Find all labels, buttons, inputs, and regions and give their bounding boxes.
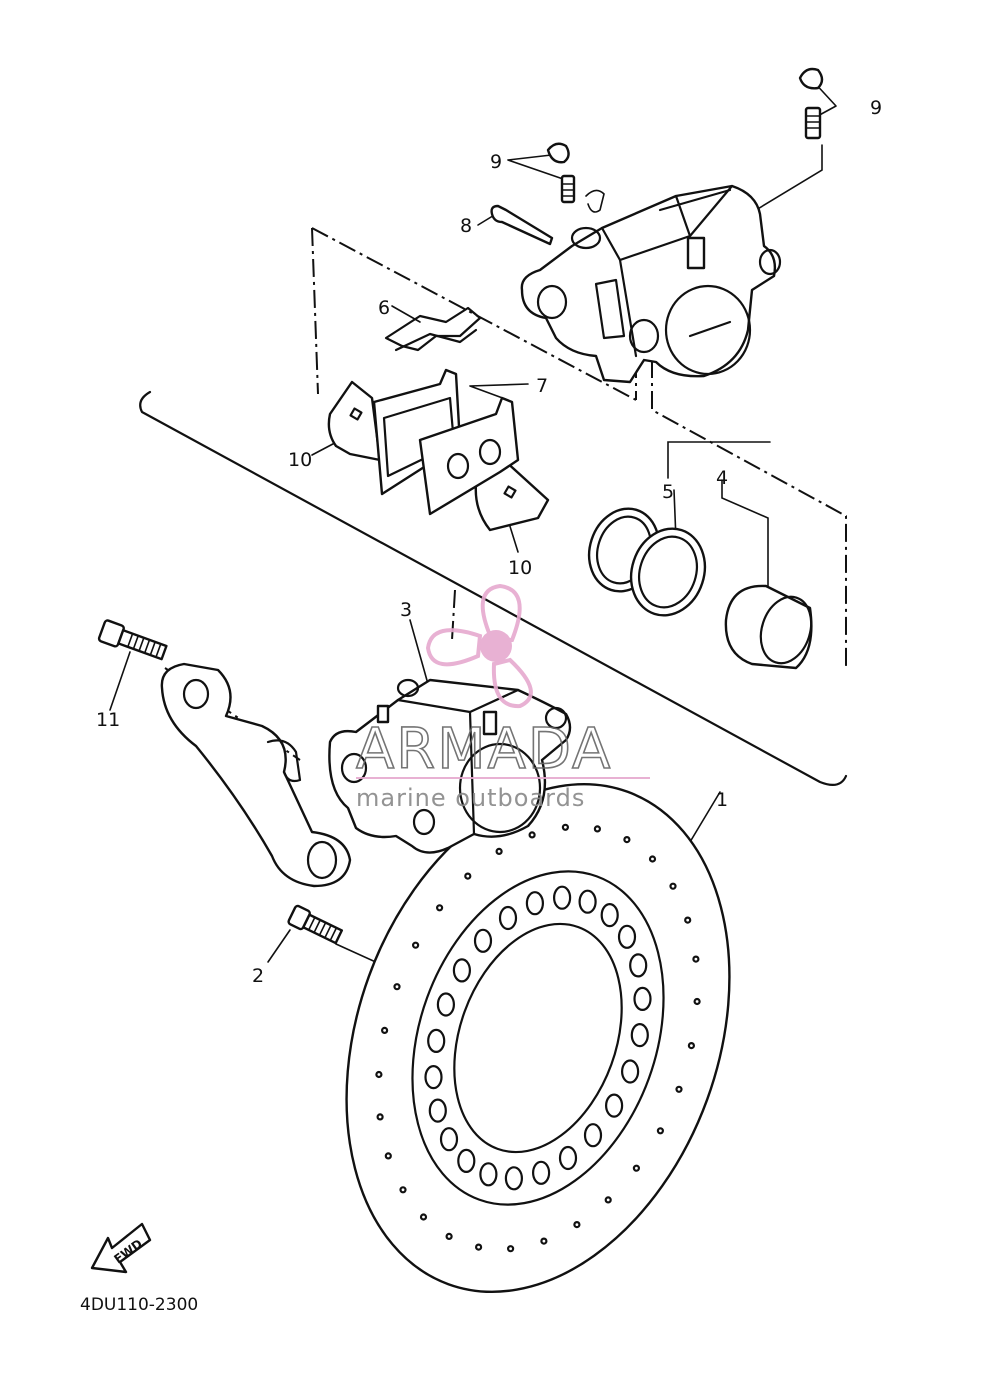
disc-drill-point <box>687 1041 696 1050</box>
callout-1: 1 <box>716 789 728 811</box>
disc-hole <box>427 1028 446 1054</box>
disc-drill-point <box>384 1152 392 1160</box>
armada-watermark: ARMADA marine outboards <box>355 583 650 812</box>
disc-hole <box>558 1145 578 1171</box>
callout-6: 6 <box>378 297 390 319</box>
disc-drill-point <box>573 1220 581 1229</box>
disc-vent-holes <box>375 823 701 1253</box>
callout-10-front: 10 <box>508 557 532 579</box>
disc-hole <box>424 1064 443 1090</box>
disc-hole <box>525 891 545 916</box>
disc-drill-point <box>445 1232 453 1241</box>
disc-drill-point <box>393 983 401 991</box>
disc-drill-point <box>561 823 570 831</box>
disc-drill-point <box>693 997 701 1006</box>
caliper-piston <box>724 584 813 670</box>
callout-9-front: 9 <box>870 97 882 119</box>
disc-drill-point <box>436 904 444 912</box>
disc-hole <box>583 1123 603 1148</box>
disc-hole <box>531 1160 551 1185</box>
callout-10-rear: 10 <box>288 449 312 471</box>
callout-8: 8 <box>460 215 472 237</box>
disc-hole <box>428 1098 447 1123</box>
caliper-bracket <box>160 662 352 888</box>
disc-hole <box>629 953 648 978</box>
disc-hole <box>630 1022 649 1048</box>
disc-hole <box>479 1162 498 1187</box>
disc-drill-point <box>419 1213 428 1221</box>
disc-drill-point <box>475 1243 483 1251</box>
disc-hole <box>473 928 493 953</box>
disc-hole <box>452 958 471 983</box>
callout-7: 7 <box>536 375 548 397</box>
disc-hole <box>552 885 572 910</box>
disc-drill-point <box>604 1196 612 1204</box>
disc-drill-point <box>656 1127 665 1135</box>
callout-9-rear: 9 <box>490 151 502 173</box>
disc-hole <box>633 986 652 1012</box>
pad-pin <box>490 189 605 246</box>
disc-hole <box>439 1127 459 1152</box>
disc-drill-point <box>540 1237 548 1245</box>
disc-drill-point <box>375 1070 383 1079</box>
disc-hole <box>578 889 597 914</box>
callout-4: 4 <box>716 467 728 489</box>
callout-labels: 1 2 3 4 5 6 7 8 9 9 10 10 11 <box>96 97 882 987</box>
disc-drill-point <box>648 855 657 863</box>
disc-drill-point <box>381 1026 389 1035</box>
disc-hole <box>498 905 518 931</box>
disc-hole <box>436 992 455 1017</box>
disc-drill-point <box>669 882 677 890</box>
disc-drill-point <box>376 1113 384 1121</box>
disc-drill-point <box>464 872 472 880</box>
disc-hole <box>600 902 619 928</box>
brake-disc <box>345 783 731 1293</box>
disc-drill-point <box>632 1164 641 1172</box>
callout-5: 5 <box>662 481 674 503</box>
disc-drill-point <box>684 916 692 924</box>
disc-drill-point <box>412 941 420 949</box>
disc-drill-point <box>675 1085 683 1093</box>
propeller-logo <box>425 583 533 709</box>
bleed-screw-rear <box>546 142 576 204</box>
disc-drill-point <box>507 1245 515 1253</box>
disc-hole <box>620 1059 640 1084</box>
callout-11: 11 <box>96 709 120 731</box>
drawing-code: 4DU110-2300 <box>80 1295 198 1315</box>
caliper-assembly <box>328 678 572 854</box>
piston-seal-outer <box>629 527 707 617</box>
disc-drill-point <box>623 835 631 844</box>
bracket-bolt <box>97 619 168 661</box>
disc-hole <box>617 924 637 949</box>
exploded-view-boundary <box>139 390 848 787</box>
callout-3: 3 <box>400 599 412 621</box>
disc-drill-point <box>399 1186 407 1194</box>
disc-hole <box>504 1166 524 1191</box>
fwd-arrow-icon: FWD <box>90 1222 152 1274</box>
bleed-screw-front <box>798 67 824 140</box>
callout-2: 2 <box>252 965 264 987</box>
disc-drill-point <box>495 847 503 856</box>
disc-drill-point <box>692 955 700 963</box>
disc-drill-point <box>593 825 602 833</box>
pad-shim-front <box>474 458 550 532</box>
disc-bolt <box>287 904 344 945</box>
pad-shim-rear <box>327 380 382 462</box>
disc-drill-point <box>528 831 536 839</box>
caliper-body <box>520 184 782 384</box>
disc-hole <box>604 1093 624 1118</box>
watermark-tagline: marine outboards <box>356 784 585 812</box>
disc-hole <box>457 1148 476 1174</box>
brake-pad-front <box>418 396 520 516</box>
pad-spring <box>384 306 482 352</box>
watermark-brand: ARMADA <box>356 717 612 782</box>
